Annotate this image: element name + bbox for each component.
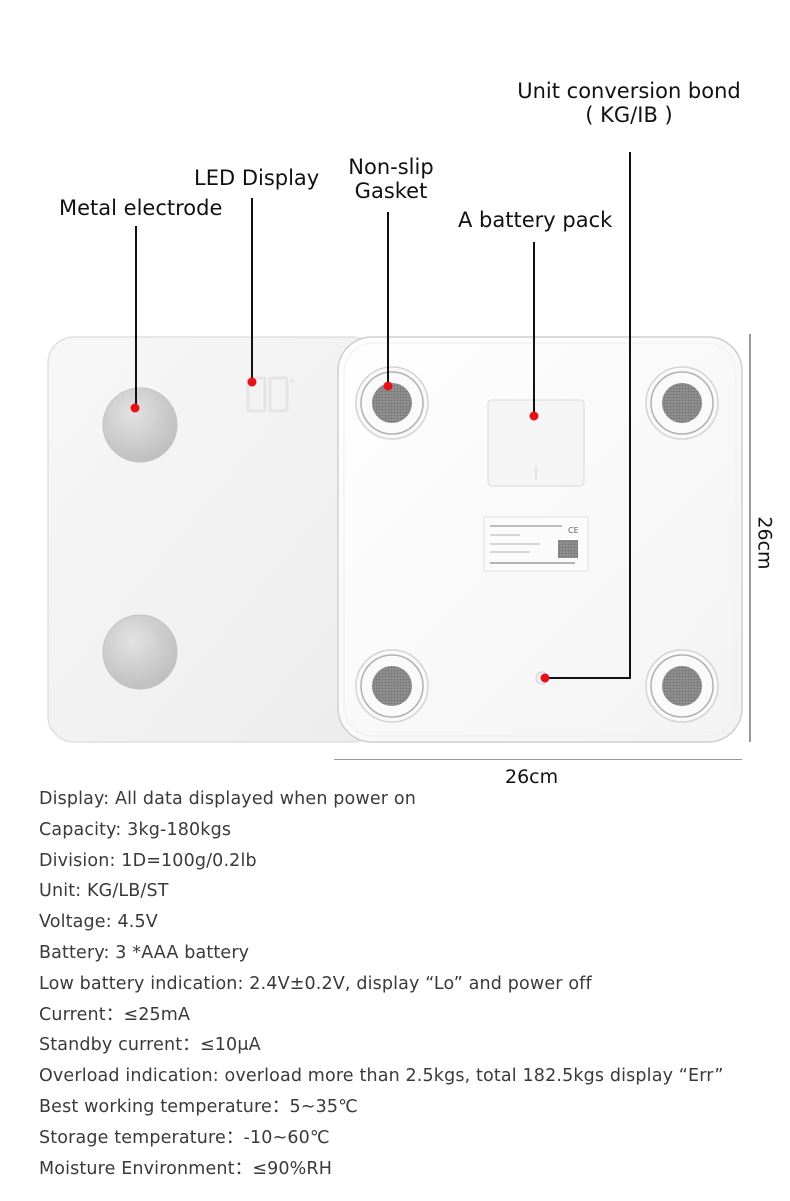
spec-overload: Overload indication: overload more than …	[39, 1066, 724, 1087]
label-unit-conversion-line2: ( KG/IB )	[585, 103, 673, 127]
dimension-height-label: 26cm	[753, 516, 776, 570]
label-non-slip-gasket: Non-slip Gasket	[338, 155, 444, 203]
product-label-sticker: CE	[483, 516, 589, 572]
non-slip-gasket-tl	[355, 366, 429, 440]
spec-low-battery: Low battery indication: 2.4V±0.2V, displ…	[39, 973, 592, 994]
spec-current: Current：≤25mA	[39, 1004, 191, 1025]
label-unit-conversion-line1: Unit conversion bond	[517, 79, 741, 103]
red-markers	[130, 377, 550, 683]
spec-capacity: Capacity: 3kg-180kgs	[39, 819, 232, 840]
leader-lines	[135, 152, 631, 679]
dimension-width-label: 26cm	[505, 766, 559, 788]
spec-division: Division: 1D=100g/0.2lb	[39, 850, 257, 871]
non-slip-gasket-br	[645, 649, 719, 723]
label-non-slip-line2: Gasket	[354, 179, 428, 203]
product-diagram: CE	[47, 152, 751, 761]
label-metal-electrode: Metal electrode	[59, 196, 223, 220]
battery-compartment	[487, 399, 585, 487]
scale-illustration: CE	[47, 152, 751, 761]
metal-electrode-top	[102, 387, 178, 463]
spec-list: Display: All data displayed when power o…	[39, 784, 784, 1184]
label-unit-conversion: Unit conversion bond ( KG/IB )	[508, 79, 750, 127]
spec-display: Display: All data displayed when power o…	[39, 789, 416, 809]
svg-text:CE: CE	[568, 526, 579, 535]
metal-electrode-bottom	[102, 614, 178, 690]
spec-storage-temperature: Storage temperature：-10~60℃	[39, 1127, 330, 1148]
led-display	[246, 376, 289, 413]
spec-standby-current: Standby current：≤10μA	[39, 1035, 261, 1056]
label-battery-pack: A battery pack	[458, 208, 613, 232]
spec-moisture: Moisture Environment：≤90%RH	[39, 1158, 333, 1179]
non-slip-gasket-tr	[645, 366, 719, 440]
spec-voltage: Voltage: 4.5V	[39, 912, 158, 933]
spec-battery: Battery: 3 *AAA battery	[39, 942, 250, 963]
label-non-slip-line1: Non-slip	[348, 155, 434, 179]
spec-unit: Unit: KG/LB/ST	[39, 881, 169, 902]
label-led-display: LED Display	[194, 166, 320, 190]
scale-top-face	[47, 336, 379, 743]
non-slip-gasket-bl	[355, 649, 429, 723]
spec-working-temperature: Best working temperature：5~35℃	[39, 1096, 359, 1117]
scale-bottom-face: CE	[337, 336, 743, 743]
